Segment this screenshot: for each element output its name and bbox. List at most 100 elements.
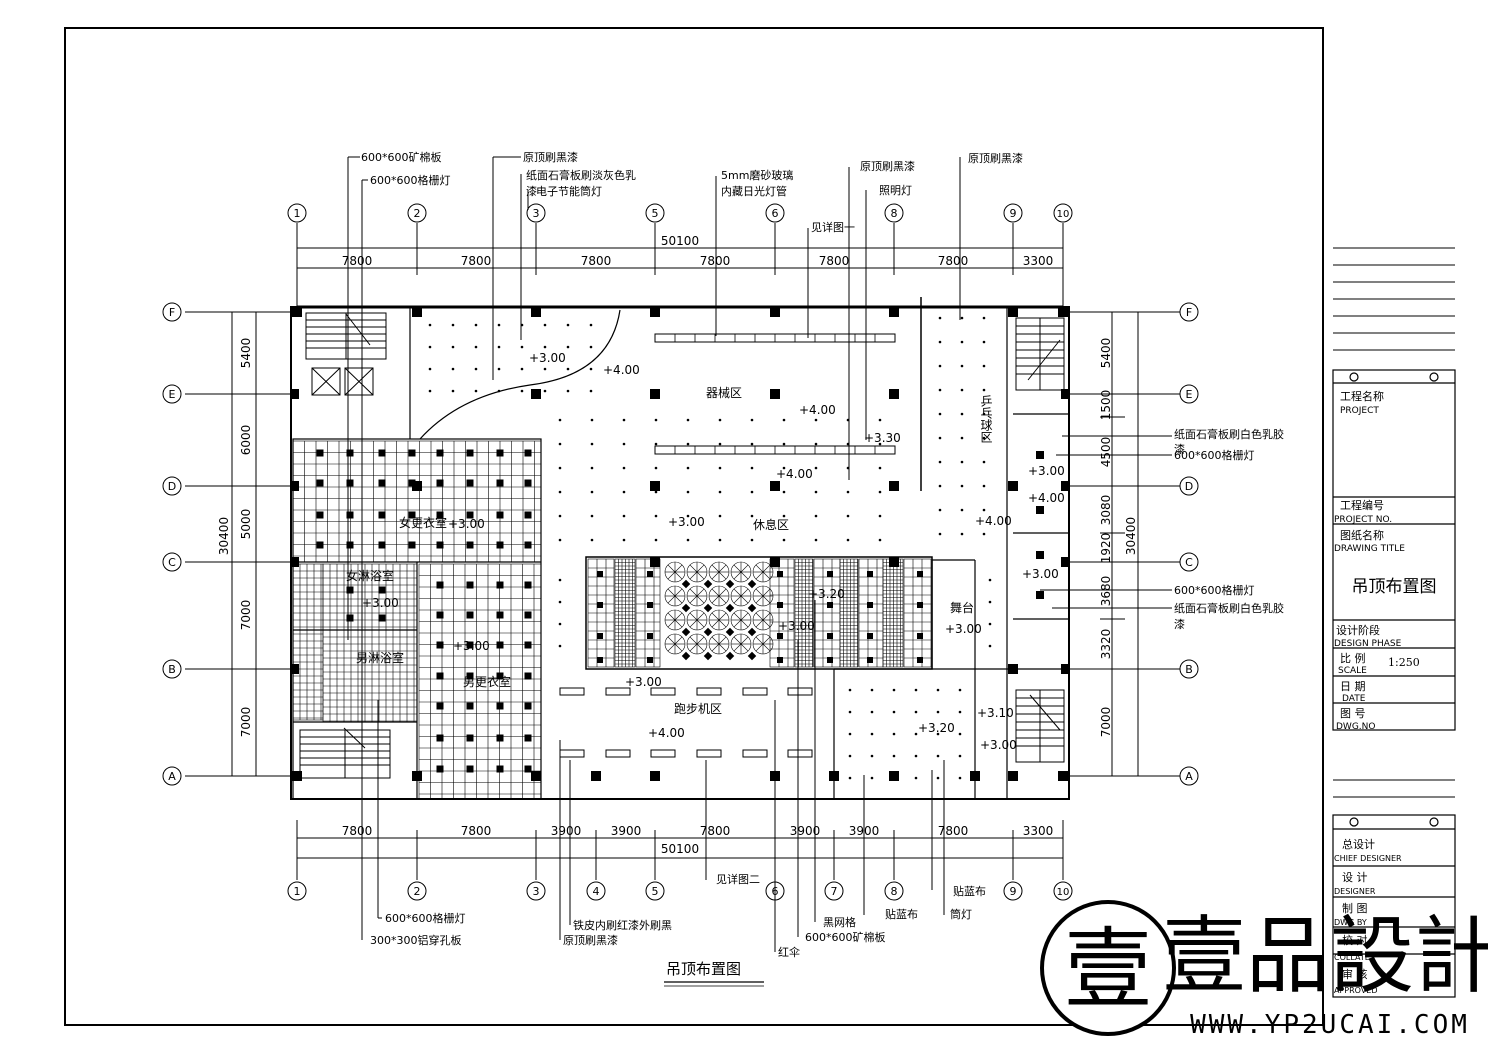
tb-dwgno-en: DWG.NO — [1336, 722, 1375, 732]
grille-light-mens — [436, 734, 444, 742]
grille-lights — [316, 449, 1044, 773]
dim-left-seg: 5000 — [239, 509, 253, 540]
column-bottom — [650, 771, 660, 781]
umbrella-diamond — [681, 579, 691, 589]
grille-light-womens — [378, 511, 386, 519]
note-black-mesh: 黑网格 — [823, 915, 856, 929]
womens-locker-grid — [292, 440, 542, 563]
mens-locker-grid — [418, 563, 542, 800]
dim-top-seg: 7800 — [581, 254, 612, 268]
tb-designer-cn: 设 计 — [1342, 871, 1368, 884]
dim-left-total: 30400 — [217, 517, 231, 555]
grille-light-mens — [466, 765, 474, 773]
grille-light-womens — [316, 449, 324, 457]
note-black-paint: 原顶刷黑漆 — [523, 151, 578, 164]
axis-row: E — [169, 388, 176, 401]
umbrella-diamond — [703, 603, 713, 613]
grille-light-mens — [496, 765, 504, 773]
axis-col: 1 — [294, 207, 301, 220]
grille-light-womens — [436, 541, 444, 549]
grille-light-right — [1036, 551, 1044, 559]
grille-light-womens — [346, 449, 354, 457]
axis-col-bottom: 4 — [593, 885, 600, 898]
column-left — [291, 307, 299, 317]
axis-bubbles — [162, 203, 1199, 901]
grille-light-womens — [408, 479, 416, 487]
logo-glyph: 壹 — [1064, 918, 1152, 1021]
level-mark: +3.00 — [362, 596, 399, 610]
umbrella-icon — [686, 633, 708, 655]
umbrella-diamond — [703, 651, 713, 661]
level-mark: +3.20 — [808, 587, 845, 601]
grille-light-womens — [408, 449, 416, 457]
umbrella-icon — [752, 585, 774, 607]
tb-title-cn: 图纸名称 — [1340, 528, 1384, 542]
note-gypsum-white-b: 漆 — [1174, 443, 1185, 456]
tb-scale-cn: 比 例 — [1340, 651, 1366, 665]
grille-light-stage — [777, 633, 783, 639]
dots-side — [558, 578, 562, 648]
grille-light-womens — [524, 449, 532, 457]
axis-col-bottom: 10 — [1057, 887, 1070, 898]
column-interior — [412, 771, 422, 781]
dots-right — [988, 578, 992, 648]
umbrella-icon — [686, 561, 708, 583]
note-detail-2: 见详图二 — [716, 872, 760, 886]
dim-left-seg: 5400 — [239, 338, 253, 369]
tb-title-value: 吊顶布置图 — [1352, 577, 1437, 597]
axis-col-bottom: 9 — [1010, 885, 1017, 898]
level-mark: +3.00 — [945, 622, 982, 636]
tb-designer-en: DESIGNER — [1334, 887, 1376, 896]
dim-top-total: 50100 — [661, 234, 699, 248]
grille-light-womens — [496, 479, 504, 487]
title-block-text: 工程名称 PROJECT 工程编号 PROJECT NO. 图纸名称 DRAWI… — [1334, 389, 1437, 995]
dim-right-seg: 7000 — [1099, 707, 1113, 738]
axis-col-bottom: 8 — [891, 885, 898, 898]
umbrella-diamond — [747, 627, 757, 637]
note-gypsum-grey-b: 漆 — [526, 185, 537, 198]
grille-light-stage — [597, 571, 603, 577]
grille-light-mens — [466, 702, 474, 710]
note-gypsum-white-2b: 漆 — [1174, 618, 1185, 631]
column-top — [770, 307, 780, 317]
column-top — [531, 307, 541, 317]
umbrella-icon — [752, 609, 774, 631]
grille-light-stage — [597, 633, 603, 639]
grille-light-mens — [524, 611, 532, 619]
room-stage: 舞台 — [950, 600, 974, 615]
axis-col-bottom: 7 — [831, 885, 838, 898]
column-right — [1061, 481, 1069, 491]
level-mark: +4.00 — [799, 403, 836, 417]
column-interior — [770, 557, 780, 567]
womens-shower-grid — [322, 563, 418, 631]
grille-light-mens — [524, 734, 532, 742]
note-grille-light-b: 600*600格栅灯 — [385, 911, 466, 925]
grille-light-womens — [524, 541, 532, 549]
column-left — [291, 557, 299, 567]
tb-scale-en: SCALE — [1338, 666, 1367, 676]
dim-bottom-seg: 7800 — [342, 824, 373, 838]
mesh-strip-c — [839, 558, 859, 668]
axis-col: 5 — [652, 207, 659, 220]
dim-left-seg: 6000 — [239, 425, 253, 456]
dots-lounge — [558, 418, 882, 542]
column-interior — [1008, 481, 1018, 491]
umbrella-diamond — [725, 579, 735, 589]
column-top — [412, 307, 422, 317]
tb-project-cn: 工程名称 — [1340, 389, 1384, 403]
dim-right-seg: 3080 — [1099, 495, 1113, 526]
grille-light-mens — [524, 672, 532, 680]
axis-col-bottom: 5 — [652, 885, 659, 898]
grille-light-mens — [524, 702, 532, 710]
umbrella-icon — [730, 585, 752, 607]
note-blue-cloth-2: 贴蓝布 — [953, 884, 986, 898]
column-top — [650, 307, 660, 317]
mesh-strip-d — [882, 558, 904, 668]
grille-light-womens — [436, 511, 444, 519]
dim-top-seg: 7800 — [938, 254, 969, 268]
umbrella-icon — [664, 585, 686, 607]
treadmill-lamp — [559, 687, 585, 696]
grille-light-mens — [496, 611, 504, 619]
note-mineral-board-b: 600*600矿棉板 — [805, 930, 886, 944]
